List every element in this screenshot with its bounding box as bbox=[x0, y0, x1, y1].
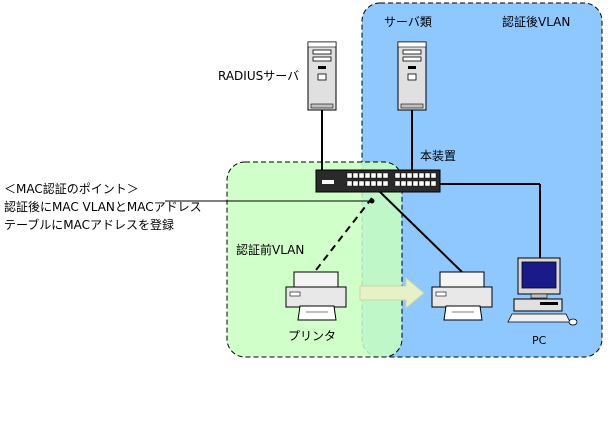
printer-before-auth bbox=[285, 271, 347, 321]
after-auth-vlan-label: 認証後VLAN bbox=[502, 14, 570, 29]
link-switch-printer-before bbox=[315, 197, 373, 271]
link-switch-printer-after bbox=[377, 189, 463, 273]
switch-device bbox=[315, 169, 441, 193]
printer-after-auth bbox=[431, 271, 493, 321]
pc-label: PC bbox=[532, 334, 547, 347]
radius-server-label: RADIUSサーバ bbox=[218, 69, 299, 83]
servers-label: サーバ類 bbox=[384, 15, 432, 29]
callout-dot bbox=[369, 198, 375, 204]
printer-label: プリンタ bbox=[288, 329, 336, 343]
callout-title: ＜MAC認証のポイント＞ bbox=[4, 182, 139, 196]
mac-auth-callout: ＜MAC認証のポイント＞ 認証後にMAC VLANとMACアドレス テーブルにM… bbox=[4, 180, 234, 234]
before-auth-vlan-label: 認証前VLAN bbox=[236, 242, 304, 257]
callout-line-1: 認証後にMAC VLANとMACアドレス bbox=[4, 200, 202, 214]
radius-server bbox=[307, 41, 337, 111]
server-tower bbox=[397, 41, 427, 111]
pc-computer bbox=[507, 257, 578, 326]
move-arrow bbox=[359, 276, 425, 310]
callout-line-2: テーブルにMACアドレスを登録 bbox=[4, 218, 175, 232]
before-auth-vlan-zone bbox=[226, 161, 403, 358]
switch-label: 本装置 bbox=[420, 149, 456, 163]
